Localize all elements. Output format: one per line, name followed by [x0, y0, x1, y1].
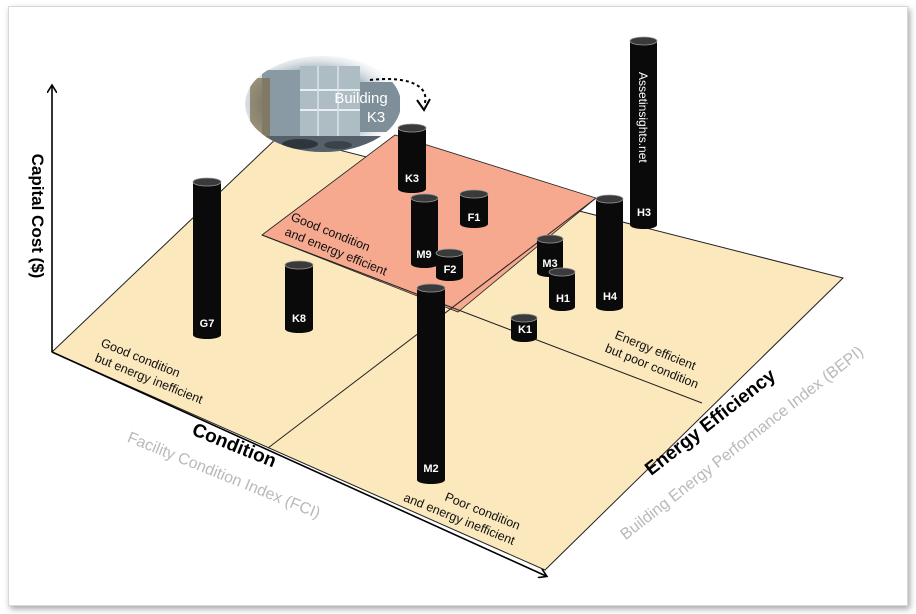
building-f2: F2 — [435, 248, 464, 281]
building-label-h1: H1 — [556, 293, 570, 305]
building-h1: H1 — [548, 267, 576, 311]
building-label-h3: H3 — [637, 207, 651, 219]
building-label-k3: K3 — [405, 173, 419, 185]
building-label-m9: M9 — [416, 249, 431, 261]
building-label-k1: K1 — [518, 324, 532, 336]
building-label-k8: K8 — [292, 313, 306, 325]
building-m9: M9 — [410, 193, 439, 268]
building-h4: H4 — [595, 194, 624, 311]
building-g7: G7 — [192, 177, 222, 339]
callout-arrow-head — [416, 98, 431, 112]
building-k8: K8 — [284, 260, 314, 333]
callout-line2: K3 — [367, 109, 385, 126]
energy-axis-line — [51, 351, 546, 576]
building-k1: K1 — [510, 313, 538, 342]
callout-arrow — [369, 78, 427, 107]
building-k3: K3 — [397, 123, 427, 193]
building-label-h4: H4 — [603, 291, 618, 303]
building-label-f2: F2 — [444, 264, 457, 276]
callout-line1: Building — [334, 90, 387, 107]
building-label-m3: M3 — [542, 258, 557, 270]
y-axis-title: Capital Cost ($) — [28, 154, 47, 279]
building-label-g7: G7 — [200, 318, 215, 330]
watermark-text: Assetinsights.net — [636, 72, 650, 163]
building-label-m2: M2 — [423, 463, 438, 475]
building-h3: H3 Assetinsights.net — [629, 36, 658, 229]
divider-condition — [261, 234, 703, 404]
building-photo — [245, 56, 401, 152]
building-f1: F1 — [459, 189, 489, 228]
building-label-f1: F1 — [468, 212, 481, 224]
building-m2: M2 — [416, 283, 446, 484]
